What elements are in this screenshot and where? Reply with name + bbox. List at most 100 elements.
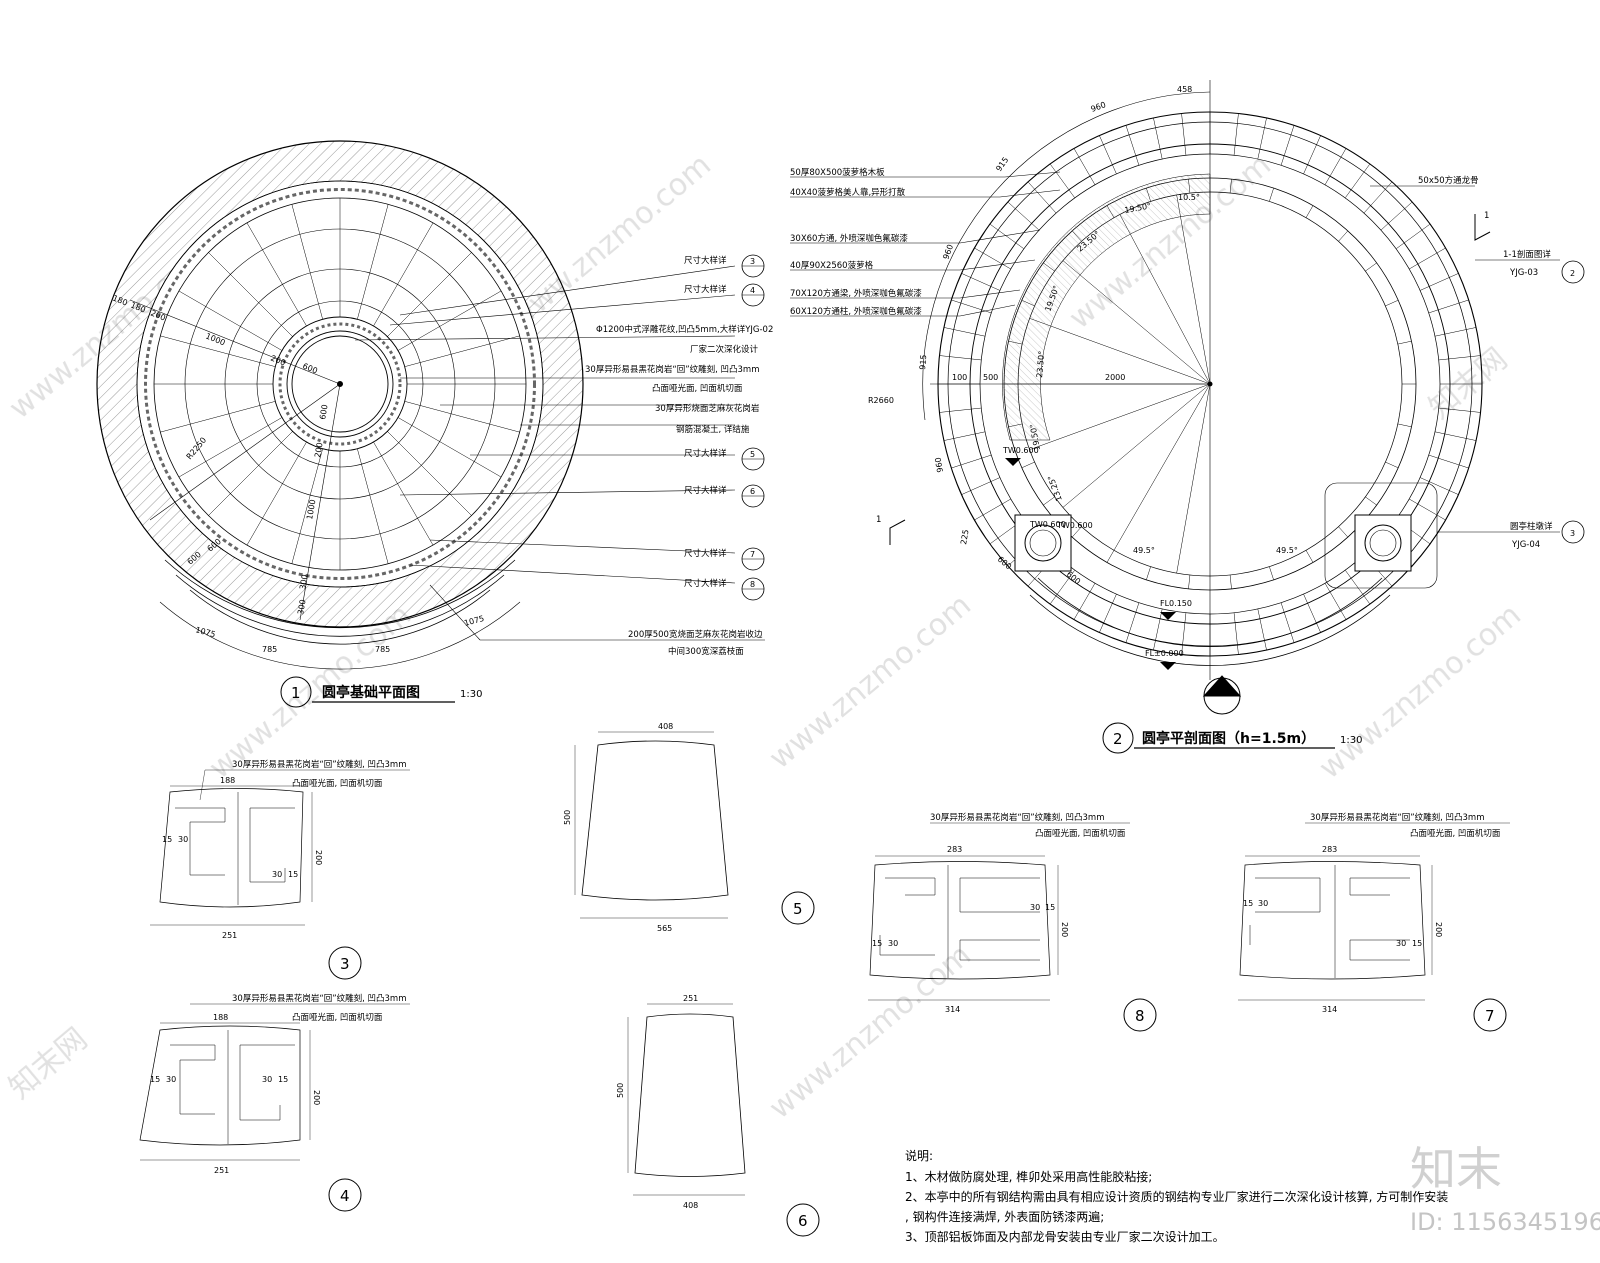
plan-title: 圆亭基础平面图	[322, 684, 420, 701]
svg-text:7: 7	[750, 550, 755, 559]
seat-slat	[1269, 188, 1274, 202]
paving-joint	[208, 252, 293, 337]
callout-label: 30厚异形易县黑花岗岩“回”纹雕刻, 凹凸3mm	[585, 364, 760, 375]
svg-text:5: 5	[750, 450, 755, 459]
detail-bubble[interactable]: 3	[741, 254, 765, 278]
column-base	[1014, 514, 1072, 572]
dimension-label: 30	[888, 939, 898, 948]
lattice-member	[939, 407, 982, 413]
detail-note: 30厚异形易县黑花岗岩“回”纹雕刻, 凹凸3mm	[1310, 812, 1485, 823]
entrance-step-mid	[175, 574, 505, 637]
lattice-member	[1181, 113, 1187, 156]
column-base	[1354, 514, 1412, 572]
plan-number: 2	[1113, 730, 1123, 748]
dimension-label: 314	[945, 1005, 960, 1014]
lattice-member	[1125, 602, 1140, 643]
callout-label: 尺寸大样详	[684, 548, 727, 559]
dimension-label: 200	[1434, 922, 1443, 937]
lattice-member	[1073, 583, 1096, 620]
callout-label: 尺寸大样详	[684, 284, 727, 295]
dimension-label: 960	[941, 243, 955, 260]
detail-5	[574, 731, 729, 919]
level-marker-icon	[1160, 662, 1176, 670]
seat-slat	[1397, 340, 1412, 345]
paving-joint	[208, 431, 293, 516]
dimension-label: 100	[952, 373, 967, 382]
paving-joint	[387, 431, 472, 516]
section-ref-sheet: YJG-03	[1509, 268, 1538, 278]
lattice-member	[1257, 117, 1267, 160]
section-radial-line	[1113, 383, 1211, 551]
pattern-band-outer	[136, 180, 544, 588]
column-ref-text: 圆亭柱墩详	[1510, 521, 1553, 532]
level-marker-icon	[1160, 612, 1176, 620]
detail-number: 6	[798, 1212, 808, 1230]
entrance-step-inner	[189, 589, 491, 645]
section-cut-mark	[1474, 214, 1491, 241]
column-ref-sheet: YJG-04	[1511, 540, 1540, 550]
lattice-grid	[938, 112, 1482, 656]
bottom-dim-arc	[159, 601, 521, 670]
dimension-label: 15	[1045, 903, 1055, 912]
lattice-member	[1049, 569, 1076, 605]
callout-label: 钢筋混凝土, 详结施	[676, 424, 750, 435]
paving-joint	[291, 204, 323, 320]
detail-8	[868, 822, 1130, 1001]
column-ref-number: 3	[1570, 529, 1575, 538]
section-cut-mark	[889, 519, 906, 545]
dimension-label: 500	[616, 1083, 625, 1098]
dimension-label: 15	[1243, 899, 1253, 908]
seat-slat	[1385, 299, 1399, 307]
brand-watermark: 知末 ID: 1156345196	[1410, 1142, 1600, 1236]
dimension-label: 300	[296, 599, 308, 616]
detail-bubble[interactable]: 6	[741, 484, 765, 508]
paving-spokes	[154, 198, 526, 570]
lattice-member	[1257, 608, 1267, 651]
detail-6-labels: 251 408 500 6	[616, 994, 820, 1237]
radius-line	[149, 383, 341, 521]
detail-bubble[interactable]: 4	[741, 283, 765, 307]
callout-label: 50厚80X500菠萝格木板	[790, 167, 885, 178]
detail-8-labels: 30厚异形易县黑花岗岩“回”纹雕刻, 凹凸3mm 凸面哑光面, 凹面机切面 28…	[872, 812, 1157, 1032]
dimension-label: 500	[563, 810, 572, 825]
note-line: , 钢构件连接满焊, 外表面防锈漆两遍;	[905, 1209, 1104, 1224]
section-plan-callouts	[790, 171, 1560, 533]
callout-label: 70X120方通梁, 外喷深咖色氟碳漆	[790, 288, 922, 299]
detail-bubble[interactable]: 5	[741, 447, 765, 471]
lattice-member	[1303, 594, 1321, 633]
dimension-label: 200	[313, 442, 325, 459]
note-line: 1、木材做防腐处理, 榫卯处采用高性能胶粘接;	[905, 1169, 1152, 1184]
lattice-member	[951, 454, 992, 469]
seat-slat	[1229, 179, 1232, 194]
detail-bubble[interactable]: 7	[741, 547, 765, 571]
dimension-label: 15	[278, 1075, 288, 1084]
detail-3	[150, 769, 410, 926]
callout-label: 尺寸大样详	[684, 448, 727, 459]
svg-text:6: 6	[750, 487, 755, 496]
lattice-member	[1434, 327, 1477, 337]
watermark-text: www.znzmo.com	[763, 588, 978, 777]
dimension-label: 300	[298, 574, 310, 591]
lattice-member	[974, 247, 1011, 270]
section-radial-line	[1062, 383, 1211, 508]
pavilion-section-plan	[889, 80, 1491, 715]
lattice-member	[1428, 299, 1469, 314]
seat-slat	[1188, 574, 1191, 589]
inner-meander-ring	[278, 322, 402, 446]
lattice-member	[1153, 608, 1163, 651]
lattice-member	[939, 355, 982, 361]
callout-label: 凸面哑光面, 凹面机切面	[652, 383, 743, 394]
north-arrow-icon	[1202, 675, 1242, 715]
detail-bubble[interactable]: 8	[741, 577, 765, 601]
dimension-label: 915	[994, 155, 1010, 173]
watermark-id: ID: 1156345196	[1410, 1208, 1600, 1236]
detail-7	[1238, 822, 1510, 1001]
lattice-member	[1181, 612, 1187, 655]
lattice-member	[1395, 223, 1431, 250]
foundation-plan-callout-text: 尺寸大样详 尺寸大样详 Φ1200中式浮雕花纹,凹凸5mm,大样详YJG-02 …	[585, 255, 773, 657]
watermark-logo: 知末	[1410, 1142, 1502, 1196]
detail-4-labels: 30厚异形易县黑花岗岩“回”纹雕刻, 凹凸3mm 凸面哑光面, 凹面机切面 18…	[150, 993, 407, 1212]
seat-slat	[1229, 574, 1232, 589]
seat-slat	[1021, 461, 1035, 469]
